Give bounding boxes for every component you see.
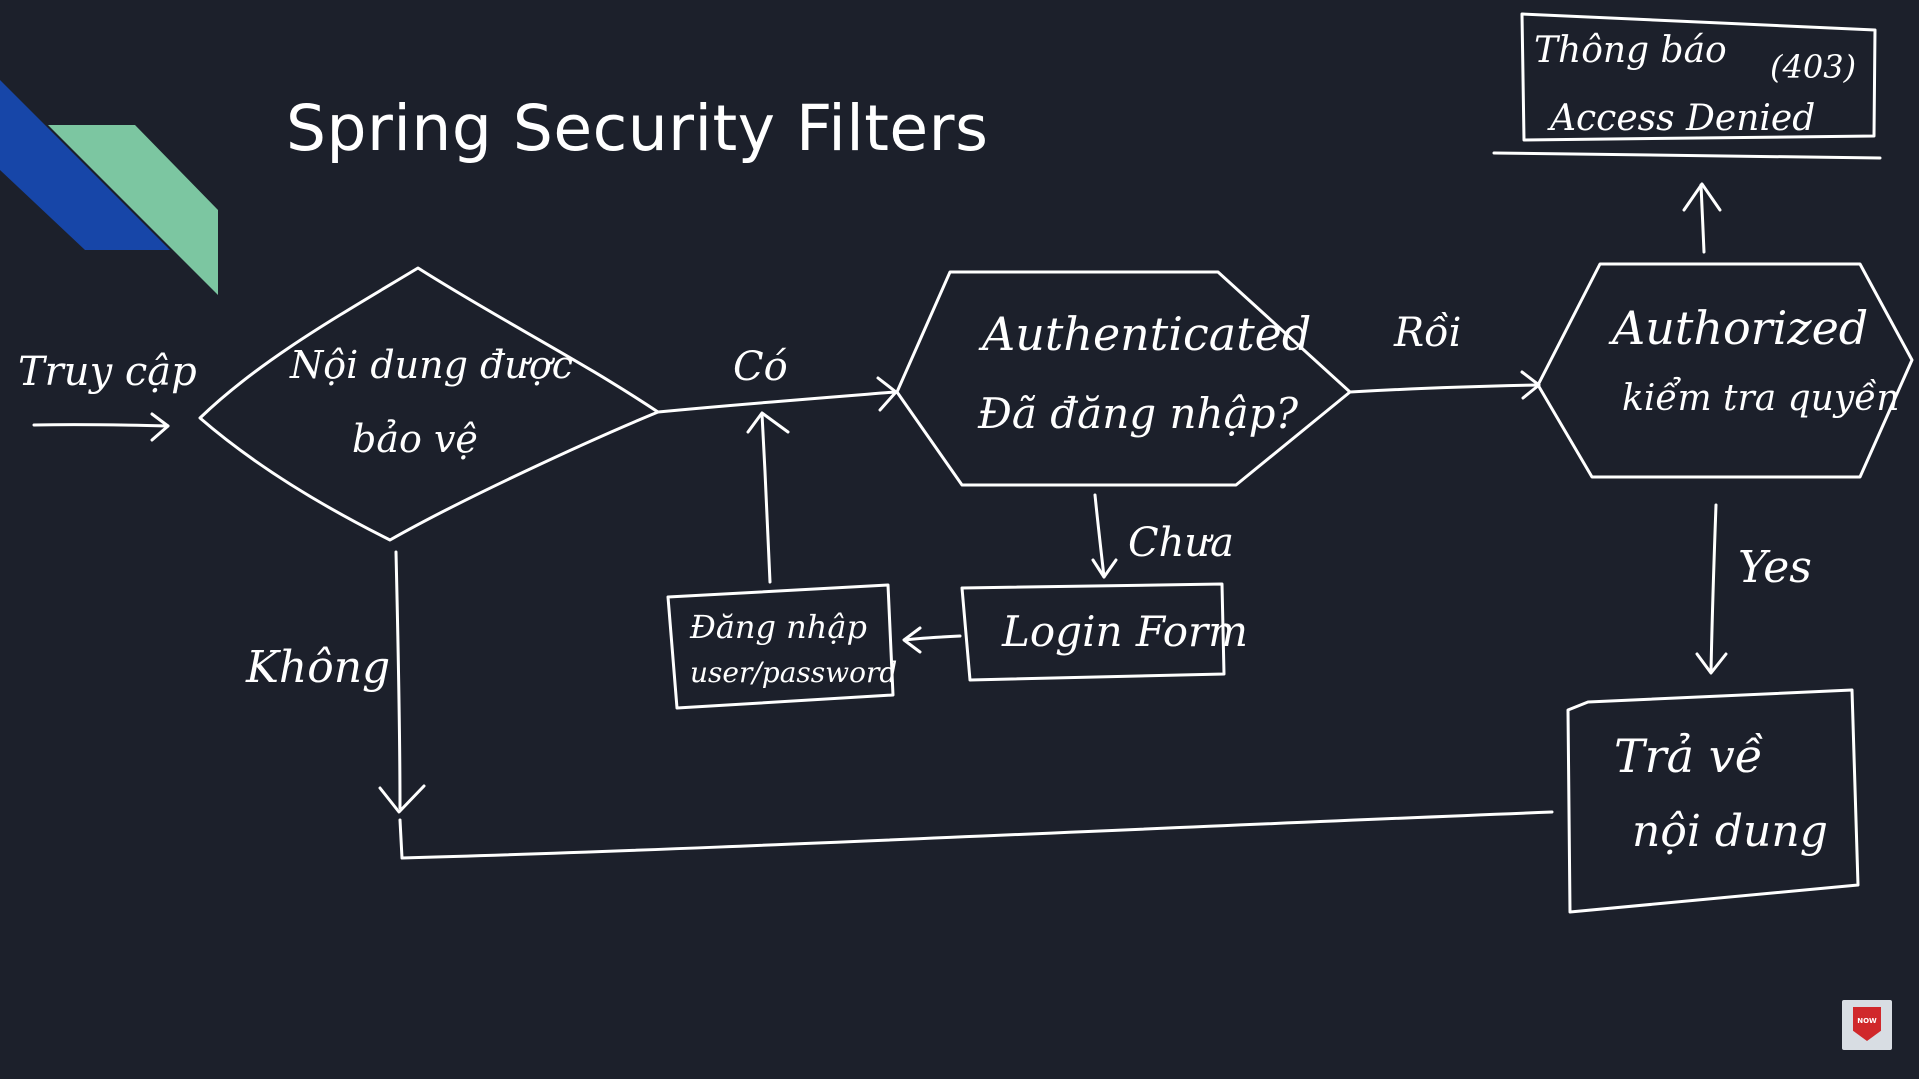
authorized-to-denied-arrow — [1682, 182, 1722, 254]
login-form-label: Login Form — [1001, 607, 1248, 656]
login-action-box — [666, 583, 895, 710]
edge-not-yet-label: Chưa — [1128, 520, 1234, 566]
edge-authorized-yes-label: Yes — [1738, 542, 1812, 593]
edge-done-label: Rồi — [1393, 310, 1461, 356]
accent-stripe-blue — [0, 80, 170, 250]
entry-label: Truy cập — [18, 349, 197, 395]
edge-done-arrow — [1348, 370, 1541, 400]
edge-authorized-yes-arrow — [1695, 503, 1728, 675]
channel-logo: NOW — [1842, 1000, 1892, 1050]
return-line — [398, 810, 1554, 860]
entry-arrow — [32, 412, 170, 442]
authorized-label-line1: Authorized — [1608, 301, 1868, 355]
login-action-line2: user/password — [690, 656, 897, 689]
return-content-line1: Trả về — [1614, 729, 1763, 783]
edge-yes-label: Có — [733, 344, 788, 390]
edge-no-label: Không — [245, 642, 390, 693]
login-form-to-action-arrow — [902, 626, 962, 654]
authenticated-label-line2: Đã đăng nhập? — [977, 389, 1299, 438]
authorized-hexagon — [1536, 262, 1914, 479]
return-content-box — [1566, 688, 1860, 914]
access-denied-line1: Thông báo — [1534, 30, 1727, 71]
slide-title: Spring Security Filters — [286, 92, 989, 165]
return-content-line2: nội dung — [1632, 806, 1828, 857]
edge-not-yet-arrow — [1091, 493, 1118, 579]
decision-label-line2: bảo vệ — [352, 417, 478, 461]
decision-label-line1: Nội dung được — [289, 343, 573, 387]
edge-no-arrow — [378, 550, 426, 814]
login-form-box — [960, 582, 1226, 682]
access-denied-underline — [1492, 151, 1882, 160]
access-denied-code: (403) — [1770, 48, 1856, 86]
login-to-yes-arrow — [746, 411, 790, 584]
channel-logo-text: NOW — [1857, 1017, 1877, 1025]
login-action-line1: Đăng nhập — [689, 608, 867, 646]
accent-stripe-green — [48, 125, 218, 295]
decision-diamond — [198, 266, 660, 542]
authorized-label-line2: kiểm tra quyền — [1622, 377, 1900, 419]
access-denied-line2: Access Denied — [1547, 98, 1815, 139]
authenticated-label-line1: Authenticated — [978, 307, 1311, 361]
access-denied-box — [1520, 12, 1877, 142]
authenticated-hexagon — [895, 270, 1352, 487]
